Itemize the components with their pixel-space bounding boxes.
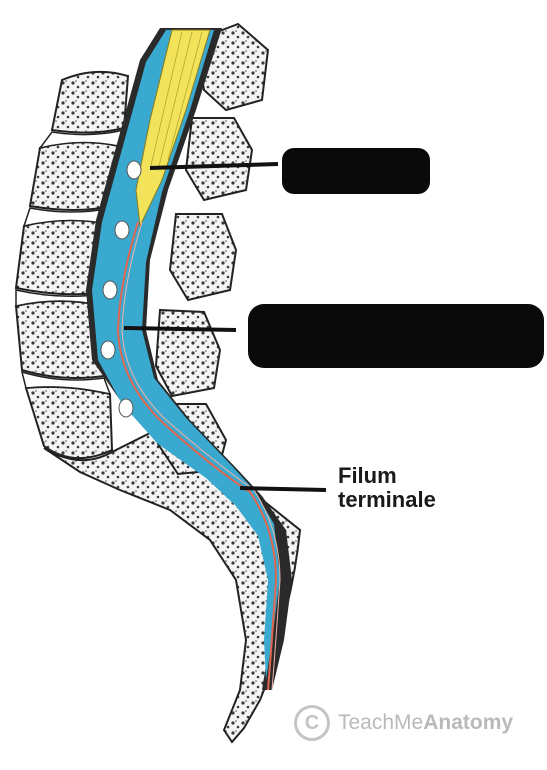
watermark-brand-bold: Anatomy [423,711,513,734]
copyright-icon: C [294,705,330,741]
watermark: C TeachMeAnatomy [294,702,513,744]
sacrum [44,428,300,742]
vertebra-body-5 [26,387,112,458]
redacted-label-conus [282,148,430,194]
leader-line-lumbar-cistern [124,328,236,330]
watermark-brand: TeachMeAnatomy [338,711,513,735]
label-filum-line2: terminale [338,488,436,512]
foramen-3 [103,281,117,299]
spinous-process-4 [156,310,220,396]
foramen-4 [101,341,115,359]
foramen-1 [127,161,141,179]
leader-line-filum [240,488,326,490]
vertebra-body-1 [52,72,128,133]
spinous-process-3 [170,214,236,300]
watermark-brand-light: TeachMe [338,711,423,734]
redacted-label-lumbar-cistern [248,304,544,368]
label-filum-terminale: Filum terminale [338,464,436,512]
spinous-process-2 [186,118,252,200]
label-filum-line1: Filum [338,464,436,488]
foramen-5 [119,399,133,417]
foramen-2 [115,221,129,239]
